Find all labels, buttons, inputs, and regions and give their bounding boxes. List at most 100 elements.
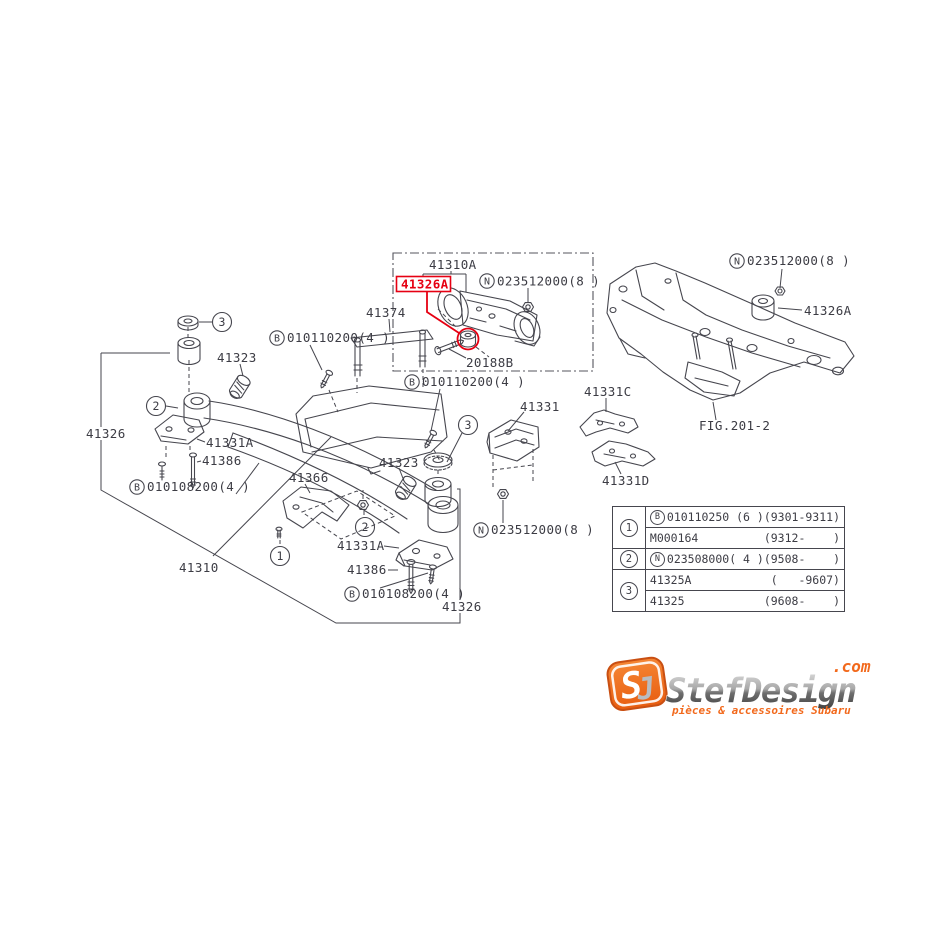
bushing-20188-drawing bbox=[459, 330, 477, 348]
table-ref-3: 3 bbox=[612, 569, 646, 612]
fastener-label-b010110200: 010110200(4 ) bbox=[287, 330, 390, 345]
part-label-41310A: 41310A bbox=[429, 257, 477, 272]
figure-reference-label: FIG.201-2 bbox=[699, 418, 770, 433]
bracket-41366-drawing bbox=[282, 486, 350, 529]
fastener-label-b010110200: 010110200(4 ) bbox=[422, 374, 525, 389]
circled-n-icon bbox=[729, 253, 745, 269]
date-range: (9312- ) bbox=[763, 531, 840, 545]
bolt-41386-top-drawing bbox=[188, 452, 198, 489]
part-label-41386-top: 41386 bbox=[202, 453, 242, 468]
callout-3-icon bbox=[457, 414, 479, 436]
logo-tld-text: .com bbox=[832, 657, 871, 676]
table-row: M000164 (9312- ) bbox=[613, 527, 846, 549]
cap-bushing-stack-center bbox=[423, 452, 453, 508]
part-label-41331A-bottom: 41331A bbox=[337, 538, 385, 553]
part-label-41323-top: 41323 bbox=[217, 350, 257, 365]
part-label-41331C: 41331C bbox=[584, 384, 632, 399]
bracket-41331A-bottom-drawing bbox=[395, 539, 454, 571]
assembly-dash bbox=[187, 327, 190, 392]
part-label-41331A-top: 41331A bbox=[206, 435, 254, 450]
circled-n-icon: N bbox=[649, 551, 665, 567]
circled-b-icon bbox=[404, 374, 420, 390]
fastener-label-n023512000: 023512000(8 ) bbox=[497, 274, 600, 289]
highlight-label-box[interactable] bbox=[395, 275, 452, 293]
part-label-41326-bottom: 41326 bbox=[442, 599, 482, 614]
part-label-41374: 41374 bbox=[366, 305, 406, 320]
assembly-dash bbox=[362, 490, 365, 517]
callout-2-icon bbox=[354, 516, 376, 538]
callout-2-number: 2 bbox=[153, 399, 160, 413]
assembly-dash bbox=[328, 389, 339, 413]
fastener-label-n023512000: 023512000(8 ) bbox=[491, 522, 594, 537]
table-cell: 41325A ( -9607) bbox=[644, 569, 846, 591]
part-label-41310: 41310 bbox=[179, 560, 219, 575]
highlight-group: 41326A bbox=[395, 275, 480, 351]
part-code: 010110250 (6 ) bbox=[666, 510, 764, 524]
fastener-label-n023512000: 023512000(8 ) bbox=[747, 253, 850, 268]
leader-lines bbox=[100, 268, 803, 624]
detail-box-group bbox=[392, 252, 594, 372]
circled-b-icon bbox=[269, 330, 285, 346]
circled-b-letter: B bbox=[349, 590, 355, 601]
damper-41323-top-drawing bbox=[228, 374, 251, 400]
bolt-41386-bottom-drawing bbox=[406, 559, 416, 595]
circled-b-letter: B bbox=[409, 378, 415, 389]
part-label-41326A-highlight[interactable]: 41326A bbox=[401, 277, 449, 292]
front-crossmember-group bbox=[154, 315, 656, 595]
table-cell: 41325 (9608- ) bbox=[644, 590, 846, 612]
logo-monogram-j: J bbox=[634, 671, 658, 708]
callout-1-number: 1 bbox=[277, 549, 284, 563]
rear-crossmember-drawing bbox=[606, 262, 855, 401]
assembly-dash bbox=[300, 490, 397, 540]
circled-n-icon bbox=[473, 522, 489, 538]
assembly-dash bbox=[475, 346, 490, 358]
nut-drawing bbox=[356, 500, 370, 510]
labels-group: 41310A N 023512000(8 ) 20188B 41374 B 01… bbox=[84, 253, 852, 614]
date-range: (9608- ) bbox=[763, 594, 840, 608]
callout-3-icon: 3 bbox=[619, 581, 638, 600]
circled-n-letter: N bbox=[484, 277, 490, 288]
callout-3-icon bbox=[211, 311, 233, 333]
bracket-41331A-top-drawing bbox=[154, 414, 205, 445]
part-label-41331: 41331 bbox=[520, 399, 560, 414]
date-range: (9508- ) bbox=[763, 552, 840, 566]
nut-drawing bbox=[521, 302, 535, 312]
stud-drawing bbox=[275, 526, 283, 539]
support-41374-drawing bbox=[350, 329, 434, 377]
assembly-dash bbox=[356, 369, 424, 393]
label-mask bbox=[84, 427, 132, 440]
callout-3-number: 3 bbox=[219, 315, 226, 329]
callout-2-icon bbox=[145, 395, 167, 417]
callout-2-icon: 2 bbox=[619, 550, 638, 568]
part-label-41323-mid: 41323 bbox=[379, 455, 419, 470]
callout-2-number: 2 bbox=[362, 520, 369, 534]
screw-drawing bbox=[157, 461, 167, 481]
logo-tagline-text: pièces & accessoires Subaru bbox=[671, 704, 851, 717]
transmission-mount-drawing bbox=[437, 287, 541, 347]
table-ref-1: 1 bbox=[612, 506, 646, 549]
bracket-41331-drawing bbox=[486, 419, 540, 462]
bracket-41331C-drawing bbox=[579, 409, 639, 437]
nut-rear-drawing bbox=[774, 286, 786, 296]
bracket-41331D-drawing bbox=[591, 440, 656, 467]
stefdesign-logo[interactable]: J S StefDesign .com pièces & accessoires… bbox=[596, 650, 874, 738]
assembly-dash bbox=[492, 449, 534, 487]
cap-bushing-stack-left bbox=[177, 315, 201, 366]
damper-41323-mid-drawing bbox=[394, 475, 417, 501]
assembly-dash bbox=[433, 449, 441, 462]
callout-3-number: 3 bbox=[465, 418, 472, 432]
logo-monogram-icon: J S bbox=[606, 656, 668, 711]
circled-b-icon bbox=[344, 586, 360, 602]
circled-b-letter: B bbox=[274, 334, 280, 345]
table-row: 3 41325A ( -9607) bbox=[612, 569, 846, 612]
part-code: 023508000( 4 ) bbox=[666, 552, 764, 566]
part-label-41331D: 41331D bbox=[602, 473, 650, 488]
part-code: 41325A bbox=[649, 573, 692, 587]
assembly-dash bbox=[165, 446, 191, 459]
part-label-41326A-right: 41326A bbox=[804, 303, 852, 318]
